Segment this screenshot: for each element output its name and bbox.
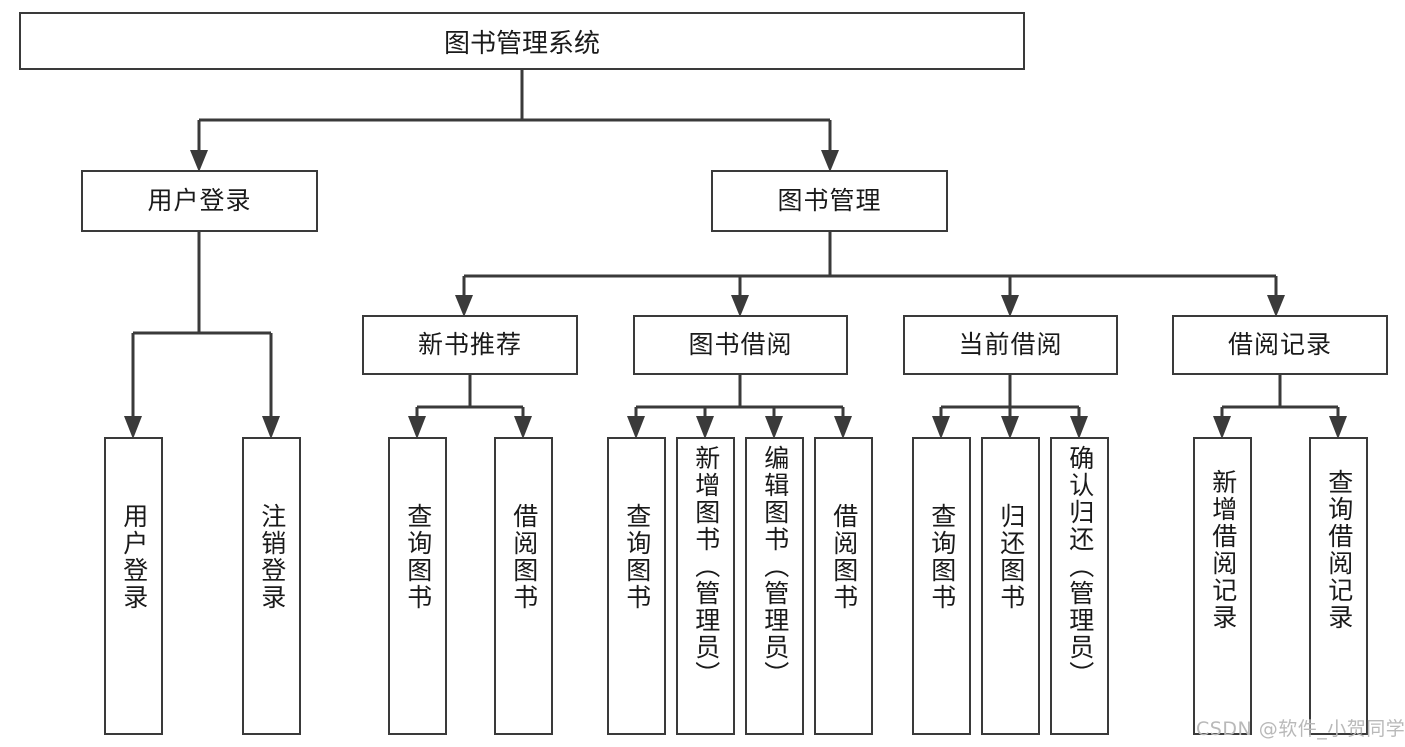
leaf-user-login-signout[interactable]: 注销登录: [242, 437, 301, 735]
leaf-user-login-signin[interactable]: 用户登录: [104, 437, 163, 735]
node-book-management[interactable]: 图书管理: [711, 170, 948, 232]
leaf-current-borrow-confirm-label: 确认归还（管理员）: [1065, 445, 1095, 688]
node-user-login-label: 用户登录: [147, 186, 252, 216]
leaf-book-borrow-edit[interactable]: 编辑图书（管理员）: [745, 437, 804, 735]
leaf-borrow-record-query[interactable]: 查询借阅记录: [1309, 437, 1368, 735]
leaf-borrow-record-add-label: 新增借阅记录: [1208, 469, 1238, 631]
leaf-current-borrow-confirm[interactable]: 确认归还（管理员）: [1050, 437, 1109, 735]
node-borrow-record[interactable]: 借阅记录: [1172, 315, 1388, 375]
node-current-borrow-label: 当前借阅: [958, 330, 1063, 360]
leaf-borrow-record-query-label: 查询借阅记录: [1324, 469, 1354, 631]
node-new-book-recommend-label: 新书推荐: [417, 330, 522, 360]
leaf-book-borrow-query[interactable]: 查询图书: [607, 437, 666, 735]
node-book-borrow[interactable]: 图书借阅: [633, 315, 848, 375]
leaf-current-borrow-return-label: 归还图书: [996, 503, 1026, 611]
leaf-new-book-query-label: 查询图书: [403, 503, 433, 611]
leaf-book-borrow-borrow-label: 借阅图书: [829, 503, 859, 611]
node-root-label: 图书管理系统: [443, 28, 600, 59]
leaf-current-borrow-query-label: 查询图书: [927, 503, 957, 611]
node-current-borrow[interactable]: 当前借阅: [903, 315, 1118, 375]
node-user-login[interactable]: 用户登录: [81, 170, 318, 232]
node-book-borrow-label: 图书借阅: [688, 330, 793, 360]
node-borrow-record-label: 借阅记录: [1227, 330, 1332, 360]
leaf-new-book-borrow[interactable]: 借阅图书: [494, 437, 553, 735]
leaf-current-borrow-return[interactable]: 归还图书: [981, 437, 1040, 735]
node-root[interactable]: 图书管理系统: [19, 12, 1025, 70]
leaf-book-borrow-query-label: 查询图书: [622, 503, 652, 611]
node-new-book-recommend[interactable]: 新书推荐: [362, 315, 578, 375]
leaf-current-borrow-query[interactable]: 查询图书: [912, 437, 971, 735]
leaf-new-book-borrow-label: 借阅图书: [509, 503, 539, 611]
node-book-management-label: 图书管理: [777, 186, 882, 216]
csdn-watermark: CSDN @软件_小贺同学: [1196, 718, 1405, 740]
leaf-user-login-signout-label: 注销登录: [257, 503, 287, 611]
leaf-borrow-record-add[interactable]: 新增借阅记录: [1193, 437, 1252, 735]
leaf-book-borrow-borrow[interactable]: 借阅图书: [814, 437, 873, 735]
leaf-user-login-signin-label: 用户登录: [119, 503, 149, 611]
leaf-new-book-query[interactable]: 查询图书: [388, 437, 447, 735]
leaf-book-borrow-add[interactable]: 新增图书（管理员）: [676, 437, 735, 735]
leaf-book-borrow-add-label: 新增图书（管理员）: [691, 445, 721, 688]
leaf-book-borrow-edit-label: 编辑图书（管理员）: [760, 445, 790, 688]
